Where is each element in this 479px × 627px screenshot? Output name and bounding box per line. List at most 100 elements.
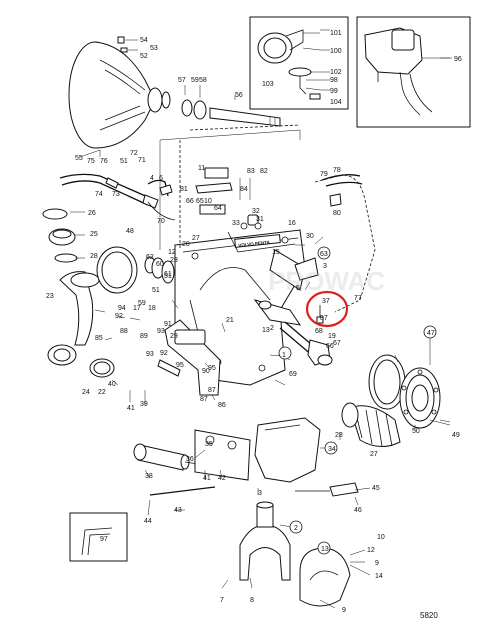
callout-44: 44 [144, 518, 152, 525]
callout-77: 77 [354, 295, 362, 302]
hose-6 [147, 179, 176, 221]
callout-9: 9 [342, 607, 346, 614]
callout-33: 33 [232, 220, 240, 227]
callout-90: 90 [202, 368, 210, 375]
callout-68: 68 [315, 328, 323, 335]
callout-96: 96 [454, 56, 462, 63]
callout-66-right: 66 [326, 343, 334, 350]
callout-46: 46 [354, 507, 362, 514]
callout-51-right: 51 [164, 273, 172, 280]
callout-8: 8 [250, 597, 254, 604]
callout-2: 2 [294, 525, 298, 532]
callout-87-c: 87 [320, 315, 328, 322]
callout-85: 85 [95, 335, 103, 342]
rod-43 [149, 486, 216, 496]
callout-14: 14 [375, 573, 383, 580]
callout-48: 48 [126, 228, 134, 235]
callout-64: 64 [214, 205, 222, 212]
callout-72: 72 [130, 150, 138, 157]
callout-26: 26 [88, 210, 96, 217]
callout-35: 35 [205, 441, 213, 448]
callout-37: 37 [322, 298, 330, 305]
drawing-number: 5820 [420, 611, 438, 620]
callout-6: 6 [159, 175, 163, 182]
callout-81: 81 [180, 186, 188, 193]
callout-13-mid: 13 [262, 327, 270, 334]
callout-76: 76 [100, 158, 108, 165]
callout-40: 40 [108, 381, 116, 388]
callout-99: 99 [330, 88, 338, 95]
bearing-stack [144, 256, 175, 284]
callout-39: 39 [140, 401, 148, 408]
callout-66: 66 [186, 198, 194, 205]
callout-10-lower: 10 [377, 534, 385, 541]
callout-98: 98 [330, 77, 338, 84]
callout-23: 23 [46, 293, 54, 300]
drain-pipe-67 [279, 321, 333, 366]
callout-27: 27 [370, 451, 378, 458]
watermark: PROWAC [268, 266, 385, 296]
callout-38: 38 [145, 473, 153, 480]
transom-shield: VOLVO PENTA [174, 229, 306, 386]
callout-92: 92 [115, 313, 123, 320]
callout-41: 41 [127, 405, 135, 412]
callout-102: 102 [330, 69, 342, 76]
callout-12-lower: 12 [367, 547, 375, 554]
callout-91: 91 [164, 321, 172, 328]
hose-73 [59, 173, 159, 209]
bellows-assembly [341, 354, 451, 447]
callout-86: 86 [218, 402, 226, 409]
callout-65: 65 [196, 198, 204, 205]
callout-15: 15 [272, 249, 280, 256]
yoke-2 [239, 501, 291, 581]
callout-59: 59 [191, 77, 199, 84]
callout-57: 57 [178, 77, 186, 84]
callout-31: 31 [256, 216, 264, 223]
callout-5: 5 [296, 285, 300, 292]
callout-51: 51 [120, 158, 128, 165]
callout-67: 67 [333, 340, 341, 347]
plate-5 [294, 257, 319, 281]
callout-36: 36 [186, 456, 194, 463]
callout-22: 22 [98, 389, 106, 396]
callout-labels: 1 2 2 3 4 5 6 7 8 9 10 11 12 13 14 15 16… [46, 30, 462, 614]
callout-73: 73 [112, 191, 120, 198]
callout-30: 30 [306, 233, 314, 240]
callout-43: 43 [174, 507, 182, 514]
callout-rings [278, 246, 437, 555]
callout-50: 50 [412, 428, 420, 435]
callout-83: 83 [247, 168, 255, 175]
hose-77 [314, 174, 376, 313]
callout-45: 45 [372, 485, 380, 492]
callout-58: 58 [199, 77, 207, 84]
callout-95-b: 95 [176, 362, 184, 369]
callout-92-b: 92 [160, 350, 168, 357]
inset-clip-box [69, 512, 128, 562]
callout-97: 97 [100, 536, 108, 543]
callout-94: 94 [118, 305, 126, 312]
callout-9-lower: 9 [375, 560, 379, 567]
callout-61: 61 [164, 271, 172, 278]
callout-4: 4 [150, 175, 154, 182]
callout-34: 34 [328, 446, 336, 453]
part-37-bolt[interactable] [305, 290, 349, 328]
callout-75: 75 [87, 158, 95, 165]
callout-7: 7 [220, 597, 224, 604]
callout-79: 79 [320, 171, 328, 178]
callout-62: 62 [146, 254, 154, 261]
callout-84: 84 [240, 186, 248, 193]
callout-3: 3 [323, 263, 327, 270]
callout-10: 10 [204, 198, 212, 205]
leader-lines [70, 29, 452, 609]
callout-21: 21 [226, 317, 234, 324]
trim-pins [240, 214, 262, 230]
callout-87: 87 [200, 396, 208, 403]
callout-51-mid: 51 [152, 287, 160, 294]
callout-29: 29 [170, 257, 178, 264]
callout-18: 18 [148, 305, 156, 312]
callout-93: 93 [146, 351, 154, 358]
callout-59-lower: 59 [138, 300, 146, 307]
callout-3-lower: 3 [258, 490, 262, 497]
callout-53: 53 [150, 45, 158, 52]
highlight-ring [305, 290, 349, 328]
